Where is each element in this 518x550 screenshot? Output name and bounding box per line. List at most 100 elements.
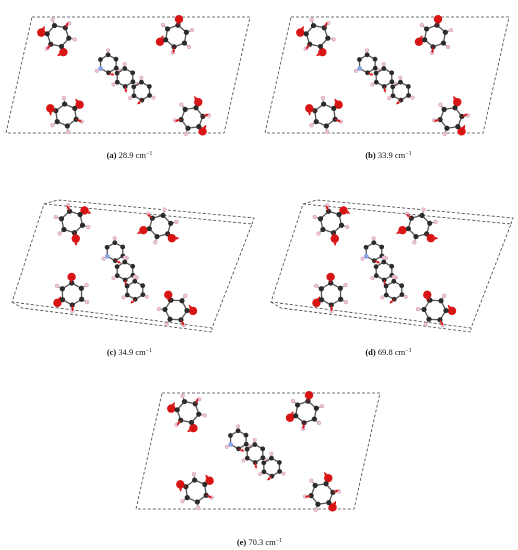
carbon-atom	[132, 278, 138, 284]
carbon-atom	[373, 70, 379, 76]
displacement-arrowhead	[69, 277, 73, 281]
carbon-atom	[163, 37, 169, 43]
carbon-atom	[260, 455, 266, 461]
displacement-arrowhead	[194, 96, 198, 100]
carbon-atom	[192, 477, 198, 483]
carbon-atom	[147, 93, 152, 98]
carbon-atom	[261, 460, 267, 466]
caption-c-letter: (c)	[106, 347, 117, 357]
hydrogen-atom	[50, 17, 55, 22]
displacement-arrowhead	[383, 89, 387, 93]
carbon-atom	[62, 101, 68, 107]
displacement-arrowhead	[187, 428, 191, 432]
carbon-atom	[235, 428, 241, 434]
hydrogen-atom	[371, 236, 376, 241]
carbon-atom	[319, 297, 325, 303]
carbon-atom	[440, 40, 447, 46]
oxygen-atom	[324, 473, 333, 483]
caption-b-value: 33.9	[377, 150, 393, 160]
hydrogen-atom	[387, 96, 392, 101]
hydrogen-atom	[290, 398, 296, 404]
hydrogen-atom	[202, 413, 207, 418]
crystal-structure-a	[5, 15, 251, 136]
hydrogen-atom	[128, 96, 133, 101]
displacement-arrowhead	[305, 494, 309, 498]
caption-e: (e) 70.3 cm−1	[130, 537, 389, 547]
carbon-atom	[131, 84, 137, 90]
displacement-arrowhead	[332, 235, 336, 239]
carbon-atom	[261, 469, 267, 475]
carbon-atom	[276, 460, 282, 465]
carbon-atom	[79, 296, 85, 302]
caption-a-letter: (a)	[106, 150, 117, 160]
displacement-arrowhead	[147, 214, 151, 218]
carbon-atom	[69, 280, 75, 286]
oxygen-atom	[139, 225, 148, 235]
carbon-atom	[140, 292, 146, 298]
hydrogen-atom	[53, 214, 58, 220]
carbon-atom	[364, 52, 370, 58]
hydrogen-atom	[183, 131, 188, 136]
carbon-atom	[305, 398, 311, 404]
carbon-atom	[419, 212, 425, 219]
carbon-atom	[312, 108, 318, 114]
displacement-arrowhead	[117, 260, 121, 264]
hydrogen-atom	[319, 404, 325, 409]
crystal-structure-c	[11, 199, 255, 333]
hydrogen-atom	[162, 207, 167, 212]
carbon-atom	[98, 57, 103, 62]
displacement-arrowhead	[389, 300, 393, 304]
carbon-atom	[193, 105, 199, 111]
carbon-atom	[185, 125, 191, 131]
carbon-atom	[58, 43, 65, 50]
caption-c-unit: cm	[135, 347, 146, 357]
carbon-atom	[443, 307, 449, 314]
carbon-atom	[317, 216, 324, 222]
caption-b-unit: cm	[394, 150, 406, 160]
carbon-atom	[112, 258, 118, 264]
displacement-arrowhead	[75, 98, 79, 103]
caption-e-exponent: −1	[275, 538, 283, 544]
displacement-arrowhead	[177, 421, 181, 426]
hydrogen-atom	[353, 68, 358, 73]
displacement-arrowhead	[205, 113, 209, 117]
oxygen-atom	[296, 28, 305, 37]
carbon-atom	[390, 84, 396, 90]
caption-e-unit: cm	[265, 537, 276, 547]
carbon-atom	[423, 26, 430, 32]
displacement-arrowhead	[203, 125, 207, 129]
carbon-atom	[182, 106, 188, 112]
carbon-atom	[427, 220, 433, 226]
carbon-atom	[167, 316, 173, 322]
carbon-atom	[413, 233, 419, 240]
displacement-arrowhead	[334, 98, 338, 103]
oxygen-atom	[205, 476, 214, 485]
carbon-atom	[181, 40, 188, 46]
hydrogen-atom	[309, 17, 314, 22]
carbon-atom	[311, 416, 318, 422]
displacement-arrowhead	[254, 465, 258, 469]
displacement-arrowhead	[87, 210, 91, 214]
carbon-atom	[228, 433, 233, 438]
carbon-atom	[338, 296, 344, 302]
hydrogen-atom	[186, 44, 192, 50]
carbon-atom	[357, 57, 362, 62]
unit-cell-group	[5, 15, 251, 136]
oxygen-atom	[71, 234, 80, 243]
carbon-atom	[313, 119, 319, 125]
carbon-atom	[260, 446, 266, 452]
carbon-atom	[310, 22, 317, 29]
displacement-arrowhead	[324, 22, 328, 26]
unit-cell-group	[135, 391, 381, 512]
displacement-arrowhead	[176, 19, 180, 22]
displacement-arrowhead	[324, 472, 328, 476]
carbon-atom	[124, 283, 130, 289]
carbon-atom	[391, 278, 397, 284]
panel-c	[0, 180, 259, 340]
hydrogen-atom	[111, 276, 116, 281]
displacement-arrowhead	[195, 398, 199, 402]
carbon-atom	[312, 482, 318, 488]
caption-b-letter: (b)	[365, 150, 376, 160]
carbon-atom	[315, 501, 321, 507]
carbon-atom	[78, 285, 84, 291]
